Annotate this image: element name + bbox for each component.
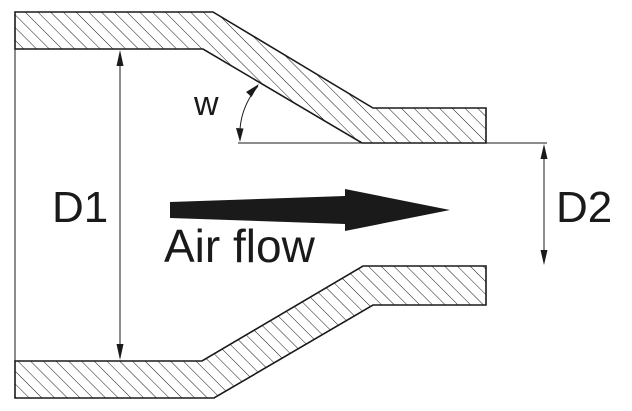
angle-w-label: w: [193, 85, 219, 123]
d2-arrow-top: [540, 144, 548, 159]
d1-arrow-bottom: [116, 344, 124, 360]
angle-w-arrow-top: [246, 84, 259, 97]
d2-arrow-bottom: [540, 250, 548, 265]
angle-w-arrow-bottom: [236, 128, 244, 142]
d2-label: D2: [556, 183, 612, 232]
d1-arrow-top: [116, 50, 124, 66]
upper-duct-wall: [14, 11, 487, 144]
air-flow-arrow: [170, 189, 450, 231]
d1-label: D1: [52, 183, 108, 232]
air-flow-label: Air flow: [164, 220, 316, 272]
lower-duct-wall: [14, 265, 487, 399]
